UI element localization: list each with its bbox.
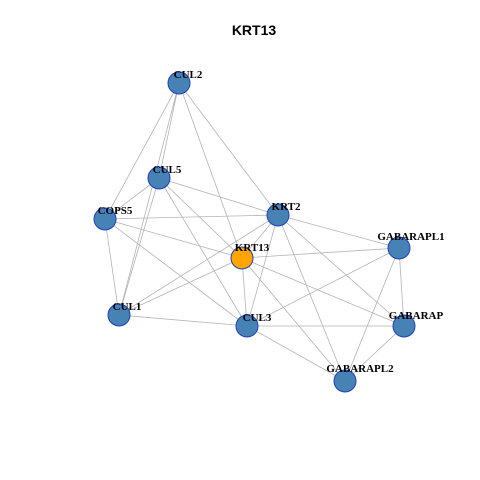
node-gabarapl1[interactable] — [387, 236, 411, 260]
node-krt13[interactable] — [230, 246, 254, 270]
edge-krt13-gabarapl2 — [241, 257, 346, 382]
node-cops5[interactable] — [93, 207, 117, 231]
edge-gabarapl1-cul3 — [246, 247, 400, 327]
edge-cul3-gabarapl2 — [246, 325, 346, 382]
edge-cul5-krt2 — [158, 177, 279, 216]
edge-krt2-cul1 — [118, 214, 279, 316]
edge-krt13-gabarap — [241, 257, 405, 327]
edge-gabarap-gabarapl2 — [344, 325, 405, 382]
node-gabarap[interactable] — [392, 314, 416, 338]
node-cul2[interactable] — [167, 71, 191, 95]
edge-cul2-krt13 — [178, 82, 243, 259]
diagram-title: KRT13 — [232, 22, 277, 38]
edge-cops5-cul1 — [104, 218, 120, 316]
node-label-gabarapl2: GABARAPL2 — [326, 363, 394, 375]
edge-cul2-cops5 — [104, 82, 180, 220]
edge-layer — [104, 82, 405, 382]
node-cul1[interactable] — [107, 303, 131, 327]
node-label-cul5: CUL5 — [153, 164, 182, 176]
node-gabarapl2[interactable] — [333, 369, 357, 393]
node-cul5[interactable] — [147, 166, 171, 190]
edge-krt13-gabarapl1 — [241, 247, 400, 259]
edge-krt2-gabarap — [277, 214, 405, 327]
node-krt2[interactable] — [266, 203, 290, 227]
edge-gabarapl1-gabarapl2 — [344, 247, 400, 382]
edge-cops5-cul3 — [104, 218, 248, 327]
node-layer — [93, 71, 416, 393]
node-label-krt2: KRT2 — [272, 201, 301, 213]
edge-cops5-krt2 — [104, 214, 279, 220]
edge-cul5-cul3 — [158, 177, 248, 327]
node-label-cul2: CUL2 — [174, 69, 203, 81]
node-label-krt13: KRT13 — [235, 242, 270, 254]
edge-cul5-krt13 — [158, 177, 243, 259]
node-label-cul3: CUL3 — [243, 312, 272, 324]
edge-cops5-krt13 — [104, 218, 243, 259]
node-label-gabarapl1: GABARAPL1 — [377, 231, 444, 243]
edge-krt13-cul1 — [118, 257, 243, 316]
edge-cul2-cul5 — [158, 82, 180, 179]
edge-cul2-krt2 — [178, 82, 279, 216]
node-label-cops5: COPS5 — [98, 205, 133, 217]
node-label-gabarap: GABARAP — [389, 310, 444, 322]
edge-krt2-cul3 — [246, 214, 279, 327]
node-label-cul1: CUL1 — [113, 301, 142, 313]
edge-cul5-cul1 — [118, 177, 160, 316]
edge-cul2-cul1 — [118, 82, 180, 316]
edge-krt2-gabarapl1 — [277, 214, 400, 249]
node-cul3[interactable] — [235, 314, 259, 338]
edge-gabarapl1-gabarap — [398, 247, 405, 327]
edge-cul1-cul3 — [118, 314, 248, 327]
edge-krt2-gabarapl2 — [277, 214, 346, 382]
